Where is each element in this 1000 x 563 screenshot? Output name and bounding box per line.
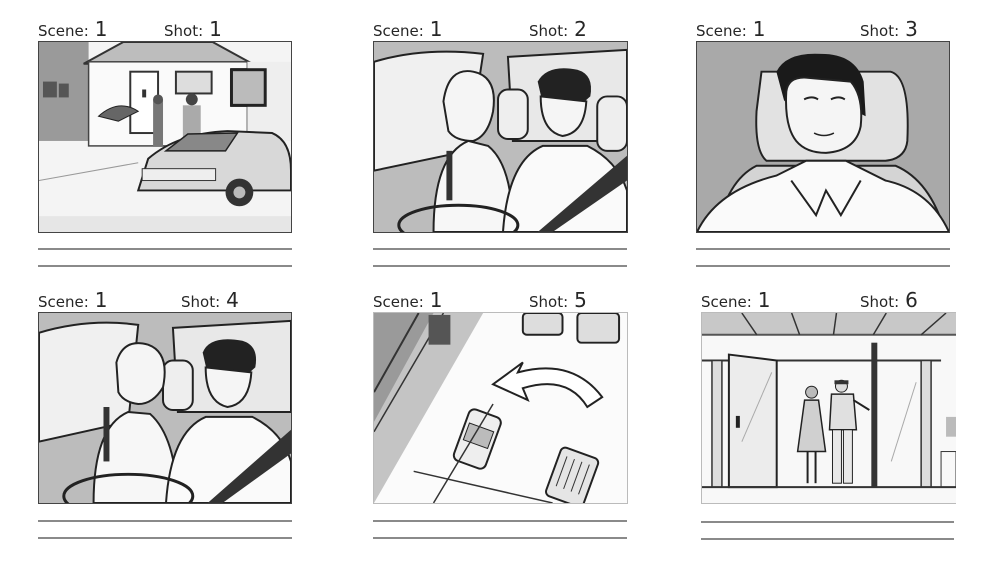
sketch-frame-glass-doors (701, 312, 956, 504)
shot-label: Shot:3 (860, 17, 918, 41)
notes-line-2 (701, 538, 954, 540)
scene-label: Scene:1 (38, 288, 108, 312)
panel-label: Scene:1 Shot:4 (38, 286, 292, 312)
notes-line-2 (373, 537, 627, 539)
scene-label: Scene:1 (38, 17, 108, 41)
storyboard-panel-4: Scene:1 Shot:4 (38, 286, 292, 541)
notes-line-2 (38, 537, 292, 539)
shot-number: 2 (574, 17, 587, 41)
notes-line-1 (373, 520, 627, 522)
car-interior-sketch-icon (374, 42, 627, 232)
scene-number: 1 (757, 288, 771, 312)
glass-doors-sketch-icon (702, 313, 956, 503)
storyboard-panel-2: Scene:1 Shot:2 (373, 15, 628, 270)
man-closeup-sketch-icon (697, 42, 949, 232)
storyboard-panel-6: Scene:1 Shot:6 (701, 286, 956, 541)
shot-number: 4 (226, 288, 239, 312)
scene-number: 1 (429, 17, 443, 41)
storyboard-panel-3: Scene:1 Shot:3 (696, 15, 950, 270)
panel-label: Scene:1 Shot:3 (696, 15, 950, 41)
panel-label: Scene:1 Shot:5 (373, 286, 628, 312)
parking-lot-sketch-icon (374, 313, 627, 503)
sketch-frame-car-singing (38, 312, 292, 504)
scene-number: 1 (94, 288, 108, 312)
scene-number: 1 (429, 288, 443, 312)
sketch-frame-parking-lot (373, 312, 628, 504)
shot-number: 1 (209, 17, 222, 41)
sketch-frame-man-closeup (696, 41, 950, 233)
notes-line-1 (696, 248, 950, 250)
house-car-sketch-icon (39, 42, 291, 232)
notes-line-2 (696, 265, 950, 267)
shot-number: 5 (574, 288, 587, 312)
shot-label: Shot:4 (181, 288, 239, 312)
scene-label: Scene:1 (701, 288, 771, 312)
storyboard-panel-1: Scene:1 Shot:1 (38, 15, 292, 270)
panel-label: Scene:1 Shot:2 (373, 15, 628, 41)
panel-label: Scene:1 Shot:1 (38, 15, 292, 41)
storyboard-panel-5: Scene:1 Shot:5 (373, 286, 628, 541)
scene-label: Scene:1 (373, 17, 443, 41)
shot-label: Shot:6 (860, 288, 918, 312)
shot-number: 3 (905, 17, 918, 41)
scene-label: Scene:1 (373, 288, 443, 312)
shot-label: Shot:1 (164, 17, 222, 41)
car-singing-sketch-icon (39, 313, 291, 503)
notes-line-1 (38, 248, 292, 250)
scene-number: 1 (94, 17, 108, 41)
shot-label: Shot:2 (529, 17, 587, 41)
notes-line-1 (38, 520, 292, 522)
sketch-frame-house-car (38, 41, 292, 233)
notes-line-2 (38, 265, 292, 267)
shot-number: 6 (905, 288, 918, 312)
scene-number: 1 (752, 17, 766, 41)
panel-label: Scene:1 Shot:6 (701, 286, 956, 312)
notes-line-1 (701, 521, 954, 523)
notes-line-1 (373, 248, 627, 250)
notes-line-2 (373, 265, 627, 267)
sketch-frame-car-interior (373, 41, 628, 233)
scene-label: Scene:1 (696, 17, 766, 41)
shot-label: Shot:5 (529, 288, 587, 312)
